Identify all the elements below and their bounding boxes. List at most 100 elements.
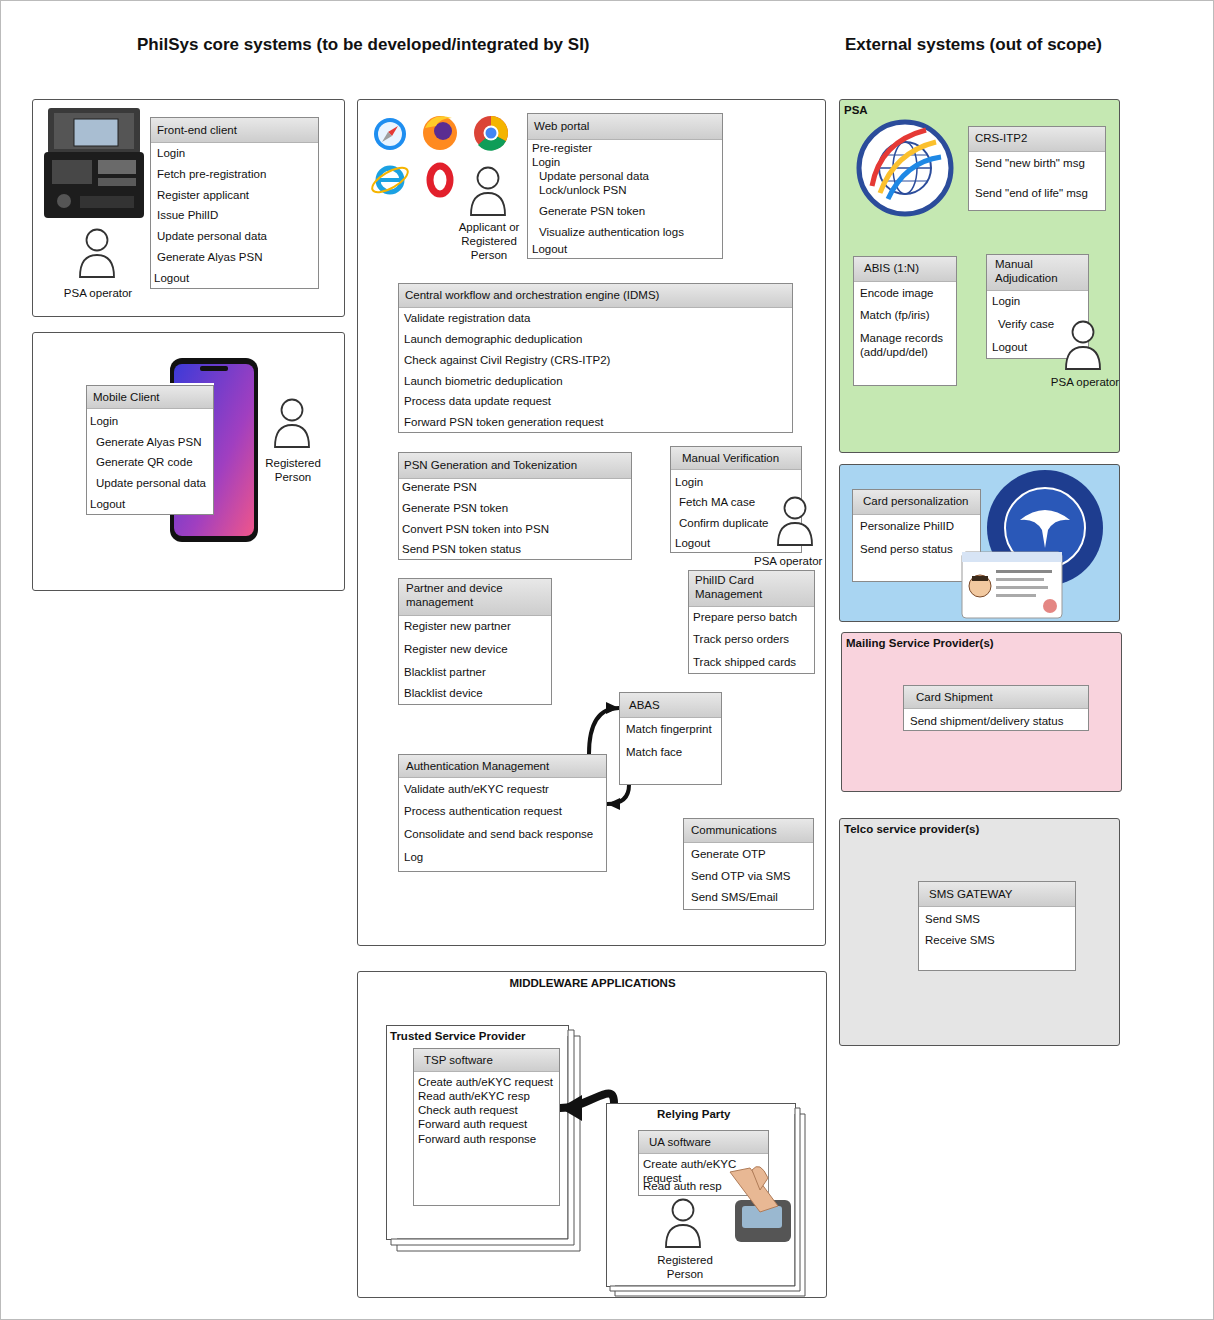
text-slot: Web portal [534,119,589,133]
text-slot: MIDDLEWARE APPLICATIONS [362,976,823,990]
text-slot: PSA [844,103,868,117]
fingerprint-scanner-illustration [730,1166,791,1242]
text-slot: Generate PSN [402,480,477,494]
component-box: Manual AdjudicationLoginVerify caseLogou… [986,254,1089,359]
tsp-stack-copies [391,1030,805,1296]
box-heading: Web portal [534,119,589,133]
philid-card-illustration [962,552,1062,618]
component-box: Card ShipmentSend shipment/delivery stat… [903,685,1089,731]
text-slot: Read auth/eKYC resp [418,1089,530,1103]
system-panel: Trusted Service ProviderTSP softwareCrea… [386,1025,569,1240]
text-slot: Validate auth/eKYC requestr [404,782,549,796]
box-heading: Front-end client [157,123,237,137]
list-item: Register new device [404,642,508,656]
list-item: Generate PSN token [402,501,508,515]
text-slot: PSA operator [48,286,148,300]
list-item: Pre-register [532,141,592,155]
system-panel: MIDDLEWARE APPLICATIONS Trusted Service P… [357,971,827,1298]
text-slot: Match face [626,745,682,759]
component-box: CommunicationsGenerate OTPSend OTP via S… [683,818,814,910]
text-slot: External systems (out of scope) [845,35,1102,55]
text-slot: Send PSN token status [402,542,521,556]
text-slot: Login [532,155,560,169]
list-item: Generate Alyas PSN [157,250,262,264]
component-box: Mobile ClientLoginGenerate Alyas PSNGene… [86,385,214,515]
text-slot: Match fingerprint [626,722,712,736]
text-slot: Read auth resp [643,1179,722,1193]
text-slot: Fetch pre-registration [157,167,266,181]
text-slot: Telco service provider(s) [844,822,979,836]
text-slot: Send SMS [925,912,980,926]
component-box: ABIS (1:N)Encode imageMatch (fp/iris)Man… [853,256,957,386]
system-panel: Mailing Service Provider(s)Card Shipment… [841,632,1122,792]
person-icon [275,400,309,448]
list-item: Issue PhilID [157,208,218,222]
text-slot: TSP software [424,1053,493,1067]
text-slot: Partner and device management [406,581,521,609]
text-slot: Card Shipment [916,690,993,704]
operator-icon [1066,322,1100,370]
smartphone-illustration [170,358,258,542]
list-item: Generate OTP [691,847,766,861]
text-slot: ABAS [629,698,660,712]
text-slot: Forward auth response [418,1132,536,1146]
list-item: Send perso status [860,542,953,556]
list-item: Verify case [998,317,1054,331]
box-heading: ABIS (1:N) [864,261,919,275]
panel-label: Applicant or Registered Person [451,220,527,262]
panel-label: MIDDLEWARE APPLICATIONS [362,976,823,990]
text-slot: PSA operator [754,554,822,568]
text-slot: UA software [649,1135,711,1149]
box-heading: Card personalization [863,494,968,508]
list-item: Logout [90,497,125,511]
text-slot: Pre-register [532,141,592,155]
section-heading: External systems (out of scope) [845,35,1102,55]
text-slot: Manage records (add/upd/del) [860,331,952,359]
list-item: Generate PSN token [539,204,645,218]
text-slot: Validate registration data [404,311,530,325]
person-icon [666,1200,700,1248]
component-box: Web portalPre-registerLoginUpdate person… [527,113,723,259]
box-heading: Partner and device management [406,581,521,609]
list-item: Blacklist device [404,686,483,700]
text-slot: Generate PSN token [402,501,508,515]
text-slot: Fetch MA case [679,495,755,509]
box-heading: Card Shipment [916,690,993,704]
list-item: Convert PSN token into PSN [402,522,549,536]
text-slot: Send perso status [860,542,953,556]
text-slot: Logout [675,536,710,550]
system-panel: Registered Person Mobile ClientLoginGener… [32,332,345,591]
list-item: Generate QR code [96,455,193,469]
component-box: SMS GATEWAYSend SMSReceive SMS [918,881,1076,971]
component-box: PhilID Card ManagementPrepare perso batc… [688,570,815,674]
panel-label: Registered Person [259,456,327,484]
box-heading: ABAS [629,698,660,712]
list-item: Logout [992,340,1027,354]
text-slot: Relying Party [657,1107,731,1121]
list-item: Receive SMS [925,933,995,947]
text-slot: Registered Person [650,1253,720,1281]
list-item: Send "new birth" msg [975,156,1085,170]
text-slot: CRS-ITP2 [975,131,1027,145]
text-slot: Visualize authentication logs [539,225,684,239]
text-slot: Generate Alyas PSN [157,250,262,264]
text-slot: Login [90,414,118,428]
panel-label: Trusted Service Provider [390,1029,526,1043]
text-slot: Forward PSN token generation request [404,415,603,429]
panel-label: Relying Party [657,1107,731,1121]
list-item: Generate PSN [402,480,477,494]
list-item: Forward auth request [418,1117,527,1131]
text-slot: Logout [532,242,567,256]
list-item: Check auth request [418,1103,518,1117]
box-heading: Central workflow and orchestration engin… [405,288,659,302]
box-heading: UA software [649,1135,711,1149]
panel-label: Telco service provider(s) [844,822,979,836]
text-slot: Logout [992,340,1027,354]
box-heading: PSN Generation and Tokenization [404,458,577,472]
component-box: Central workflow and orchestration engin… [398,283,793,433]
component-box: Partner and device managementRegister ne… [398,578,552,705]
list-item: Logout [532,242,567,256]
text-slot: Prepare perso batch [693,610,797,624]
person-icon [471,168,505,216]
